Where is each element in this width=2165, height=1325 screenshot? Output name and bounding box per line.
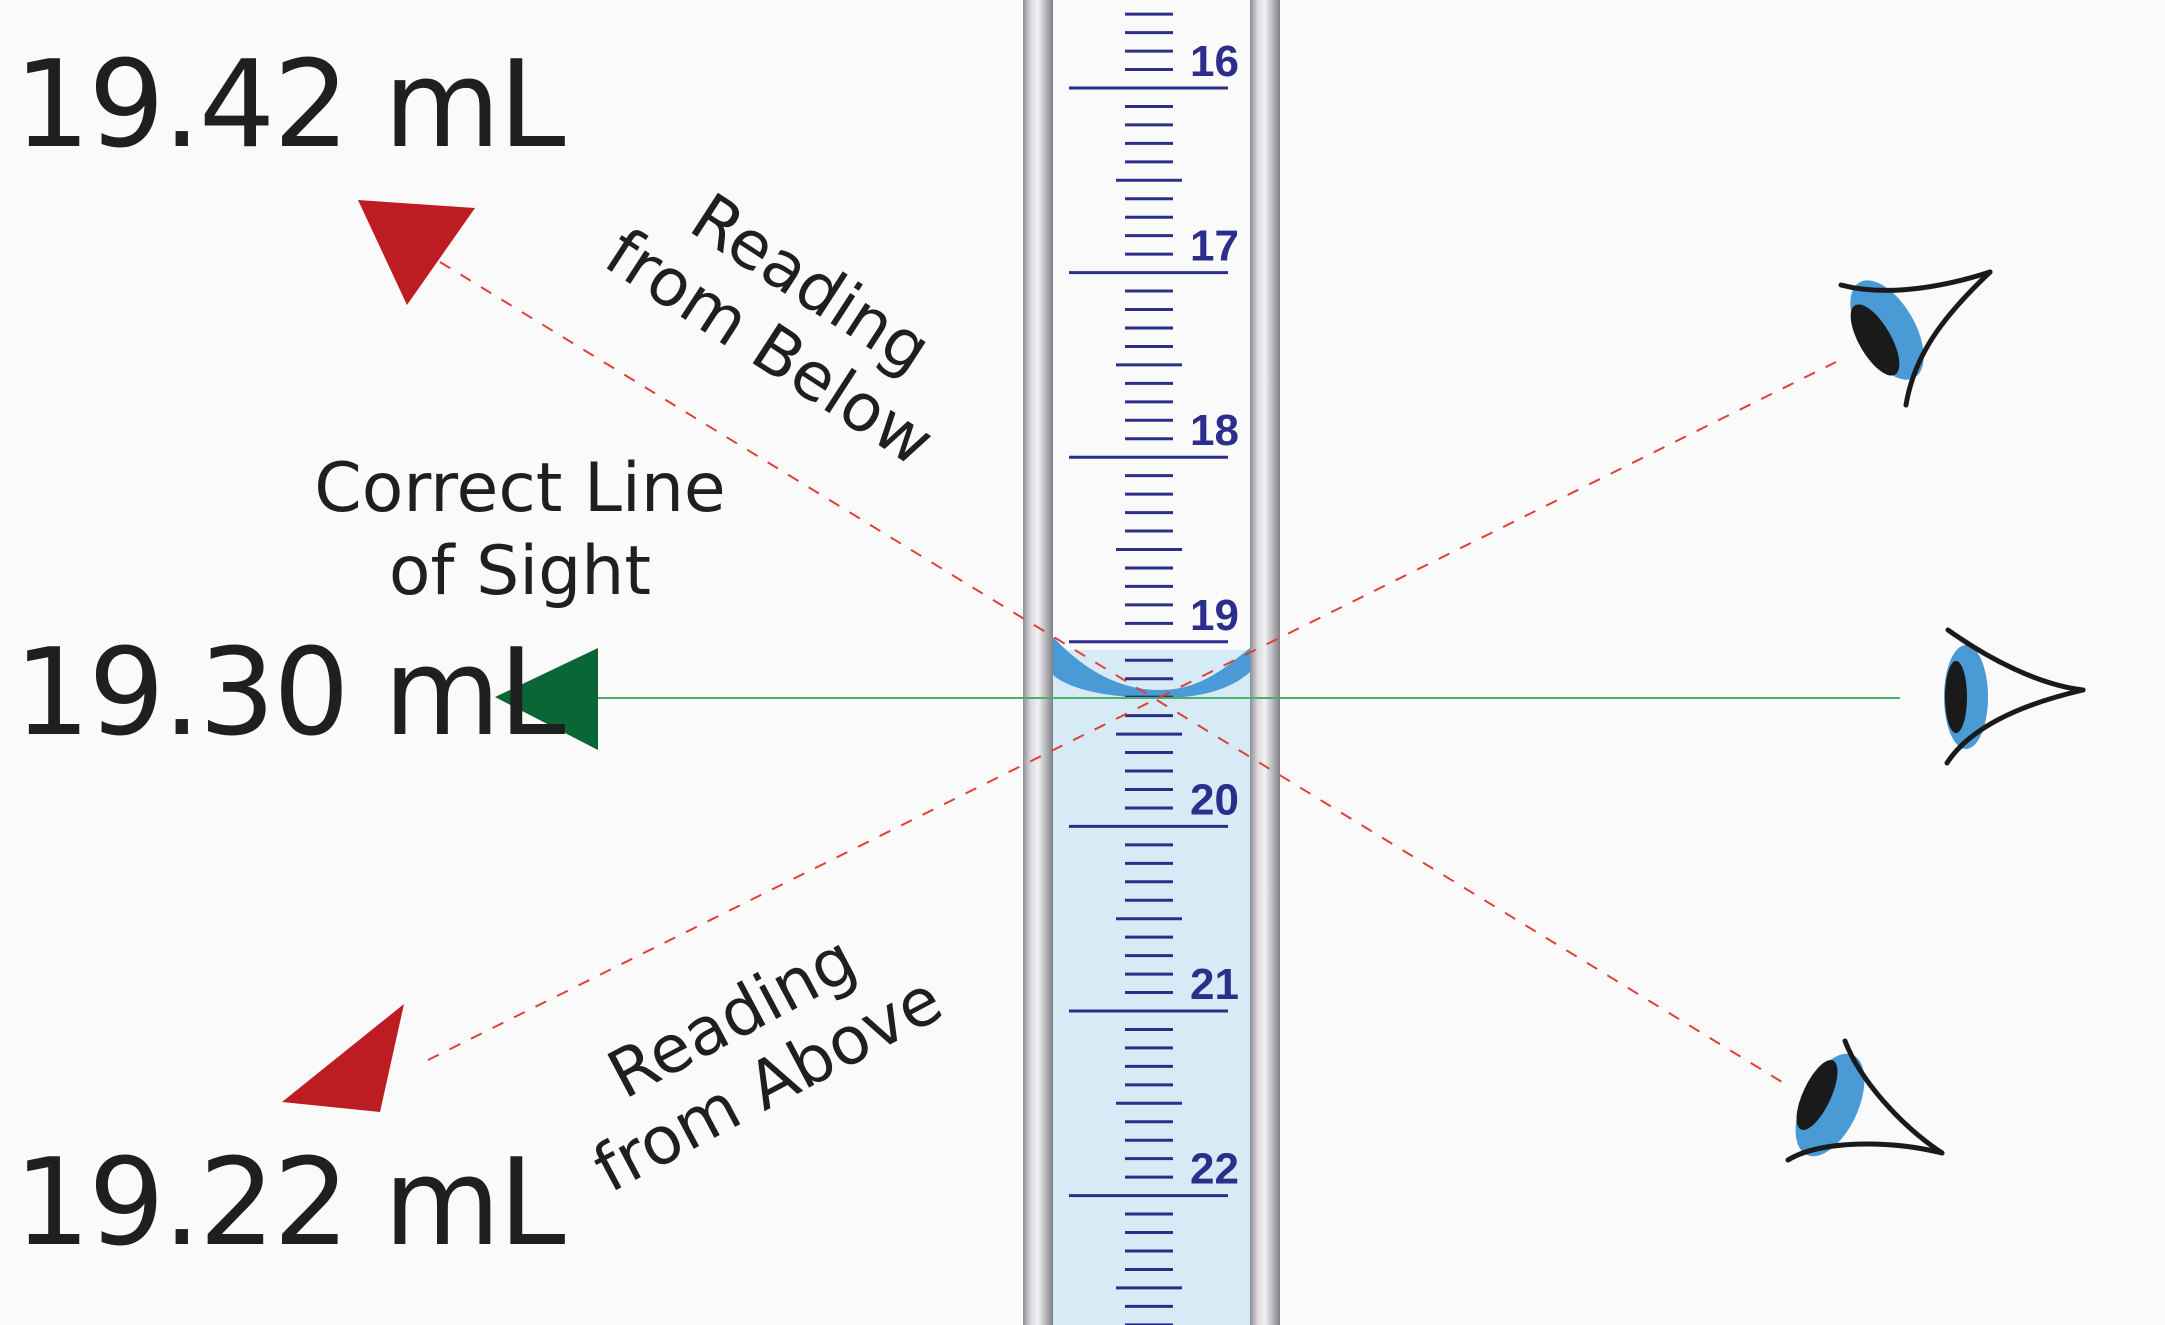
- scale-label: 16: [1190, 37, 1239, 86]
- scale-label: 19: [1190, 591, 1239, 640]
- burette-scale-labels: 16 17 18 19 20 21 22: [1190, 37, 1239, 1194]
- triangle-arrow-red-up-icon: [282, 1004, 404, 1112]
- eye-icon-below: [1785, 1038, 1945, 1163]
- eye-icon-above: [1838, 269, 1993, 408]
- triangle-arrow-red-down-icon: [358, 200, 475, 305]
- meniscus: [1053, 637, 1250, 698]
- scale-label: 22: [1190, 1145, 1239, 1194]
- scale-label: 18: [1190, 406, 1239, 455]
- triangle-arrow-green-left-icon: [495, 648, 598, 750]
- reading-from-above-value: 19.22 mL: [14, 1134, 565, 1273]
- scale-label: 21: [1190, 960, 1239, 1009]
- caption-line-2: of Sight: [388, 531, 652, 611]
- eye-icon-level: [1944, 627, 2086, 766]
- reading-from-below-value: 19.42 mL: [14, 36, 565, 175]
- burette-right-wall: [1250, 0, 1280, 1325]
- scale-label: 17: [1190, 222, 1239, 271]
- reading-correct-value: 19.30 mL: [14, 624, 565, 763]
- burette-scale-ticks: [1069, 12, 1228, 1325]
- caption-line-1: Correct Line: [314, 449, 726, 528]
- burette-left-wall: [1023, 0, 1053, 1325]
- liquid-column: [1053, 650, 1250, 1325]
- correct-line-of-sight-caption: Correct Line of Sight: [300, 448, 740, 614]
- scale-label: 20: [1190, 775, 1239, 824]
